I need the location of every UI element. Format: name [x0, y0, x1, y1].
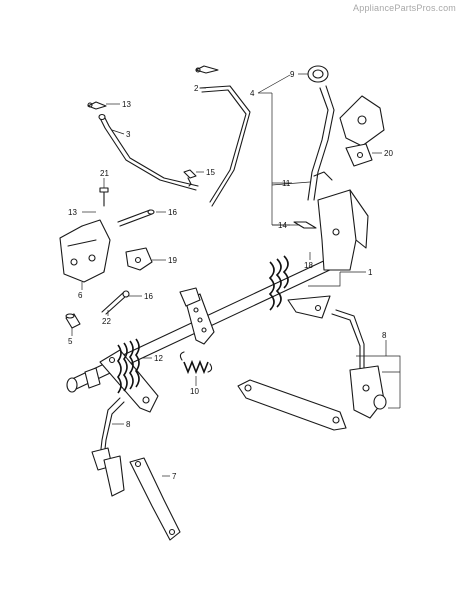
- callout-3: 3: [126, 130, 131, 139]
- left-bracket-assembly: [59, 187, 155, 283]
- callout-5: 5: [68, 337, 73, 346]
- callout-13: 13: [122, 100, 131, 109]
- control-rod-2: [199, 85, 251, 207]
- callout-20: 20: [384, 149, 393, 158]
- callout-14: 14: [278, 221, 287, 230]
- callout-1: 1: [368, 268, 373, 277]
- callout-11: 11: [282, 179, 291, 188]
- flat-link-right: [237, 379, 347, 431]
- callout-2: 2: [194, 84, 199, 93]
- callout-18: 18: [304, 261, 313, 270]
- shift-lever-assembly: [307, 65, 335, 201]
- extension-spring-10: [179, 351, 213, 375]
- right-rod-8: [331, 309, 387, 419]
- callout-19: 19: [168, 256, 177, 265]
- callout-8: 8: [126, 420, 131, 429]
- clip-14: [293, 221, 317, 229]
- callout-8: 8: [382, 331, 387, 340]
- leader-lines: [71, 73, 401, 477]
- vertical-lever-bracket: [313, 171, 369, 271]
- callout-10: 10: [190, 387, 199, 396]
- upper-right-bracket: [339, 95, 385, 167]
- callout-22: 22: [102, 317, 111, 326]
- callout-16: 16: [168, 208, 177, 217]
- hairpin-clip-top-right: [195, 65, 219, 74]
- callout-13: 13: [68, 208, 77, 217]
- hairpin-clip-13-top: [87, 101, 107, 110]
- callout-21: 21: [100, 169, 109, 178]
- watermark: AppliancePartsPros.com: [353, 3, 456, 13]
- callout-15: 15: [206, 168, 215, 177]
- callout-9: 9: [290, 70, 295, 79]
- callout-4: 4: [250, 89, 255, 98]
- callout-labels: 13 3 2 4 9 20 11 14 18 1 15 16 13 21 19 …: [68, 70, 393, 481]
- callout-16: 16: [144, 292, 153, 301]
- lower-rod-8: [91, 397, 125, 497]
- clip-15: [183, 169, 197, 187]
- callout-12: 12: [154, 354, 163, 363]
- middle-lift-arm: [179, 287, 215, 345]
- callout-6: 6: [78, 291, 83, 300]
- left-shaft-bracket: [99, 349, 159, 413]
- right-spring-assembly: [268, 255, 331, 319]
- callout-7: 7: [172, 472, 177, 481]
- control-rod-3: [98, 113, 199, 191]
- pin-22: [101, 290, 130, 315]
- bushing-5: [65, 313, 81, 329]
- torsion-spring-12: [117, 338, 140, 394]
- link-7: [129, 457, 181, 541]
